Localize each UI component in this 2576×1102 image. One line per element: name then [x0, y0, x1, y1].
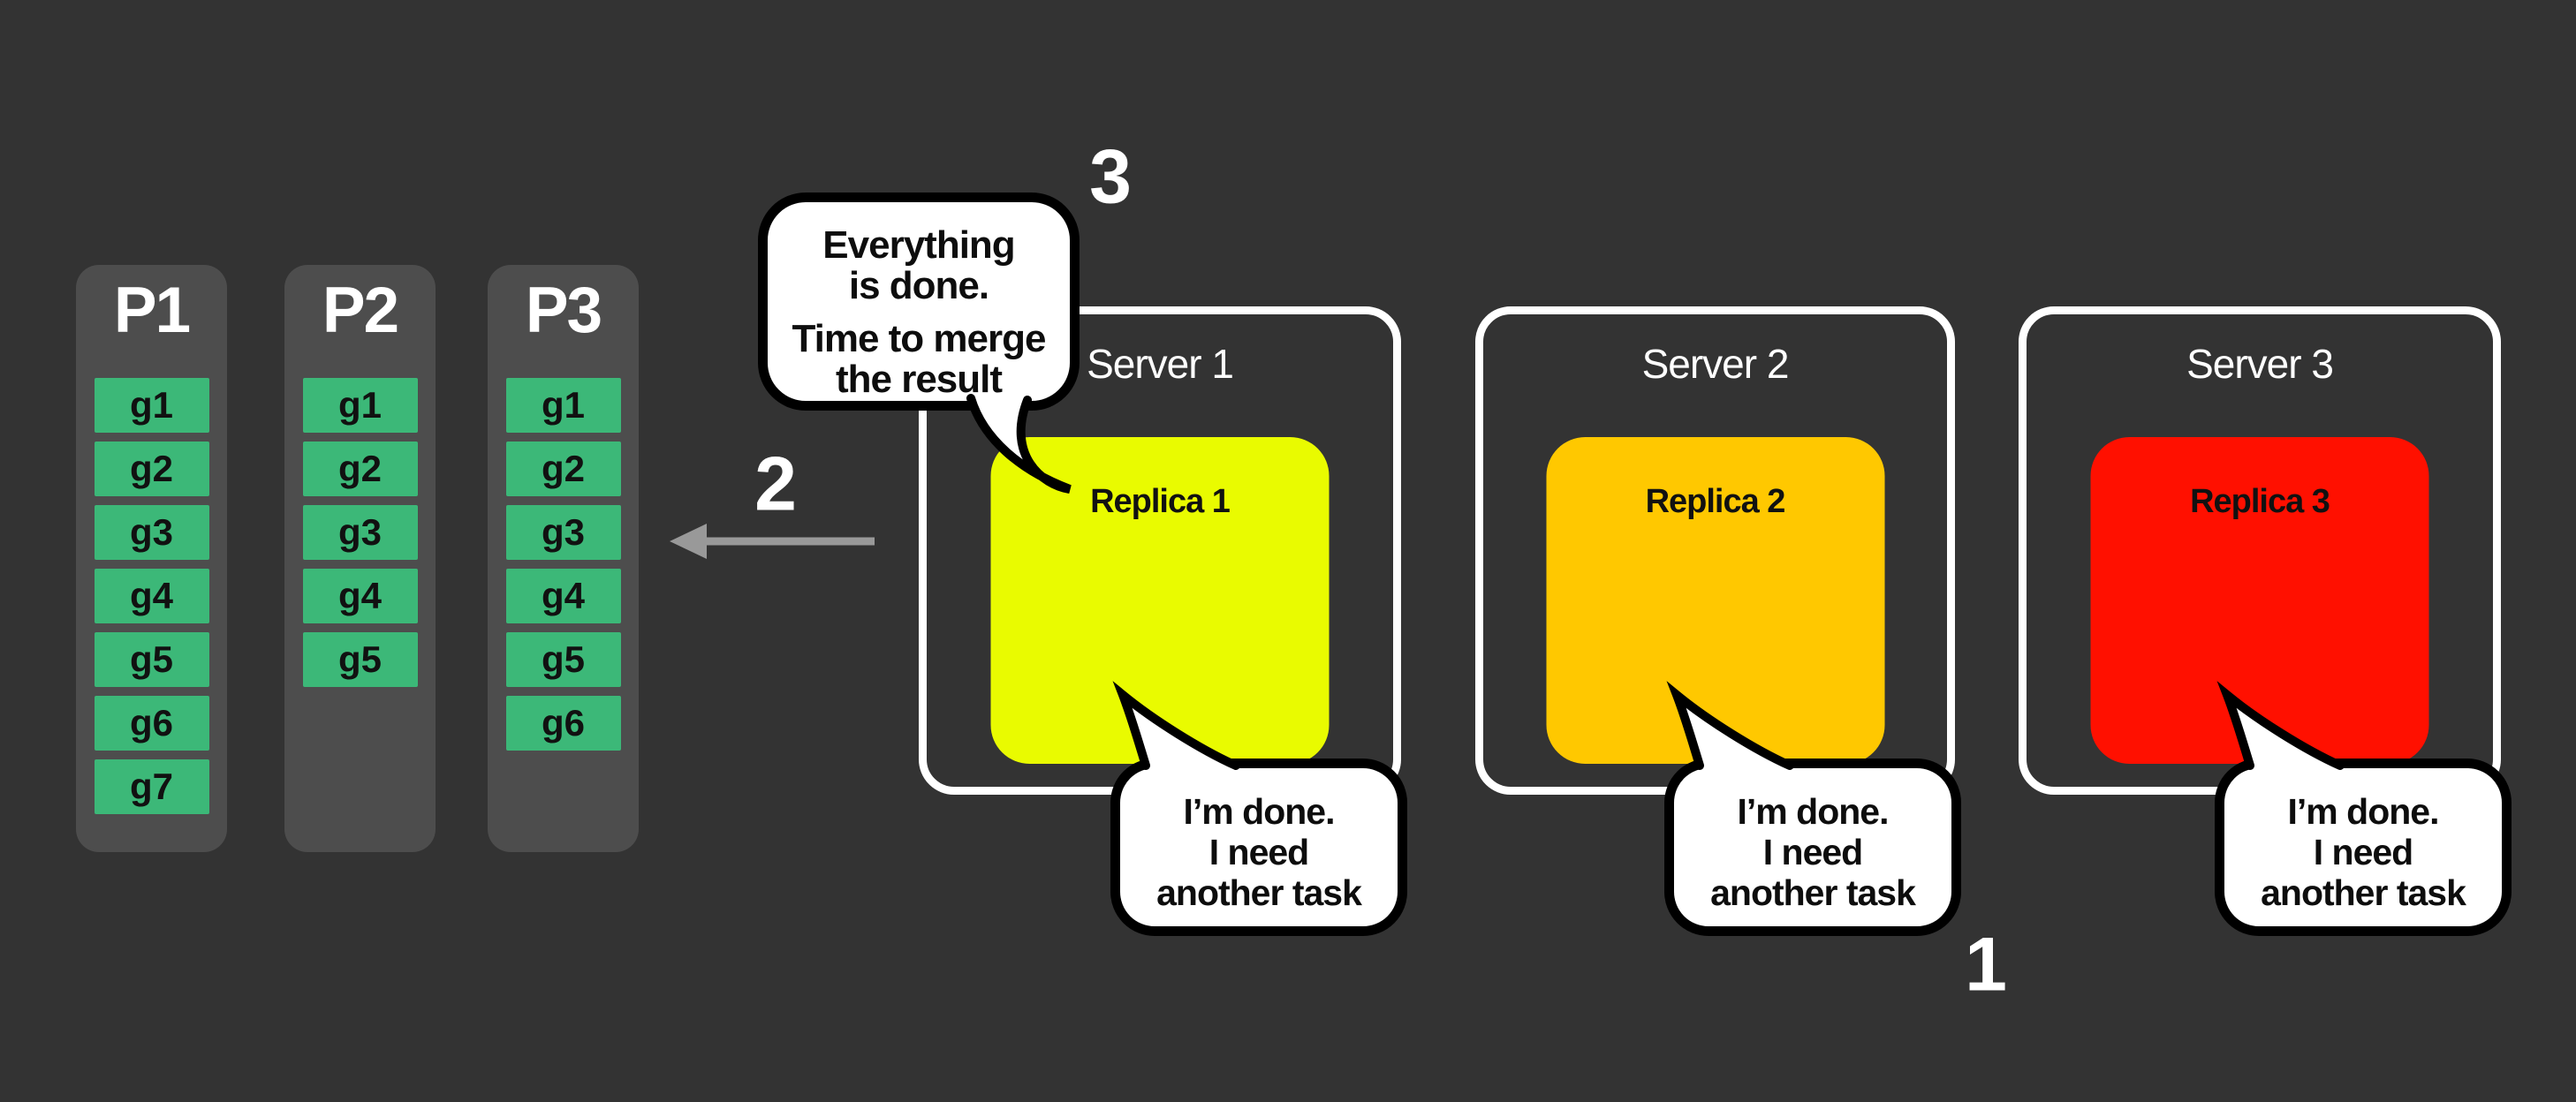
- bubble-line: I’m done.: [2287, 791, 2440, 832]
- task-chip: g5: [94, 632, 209, 687]
- bubble-line: is done.: [848, 264, 989, 307]
- task-chip: g3: [505, 505, 621, 560]
- partition-p3: P3 g1 g2 g3 g4 g5 g6: [488, 265, 639, 852]
- bubble-line: I need: [1762, 832, 1863, 872]
- partition-title: P1: [113, 275, 191, 346]
- partition-p1: P1 g1 g2 g3 g4 g5 g6 g7: [76, 265, 227, 852]
- task-chip: g1: [94, 378, 209, 433]
- task-chip: g6: [505, 696, 621, 751]
- merge-arrow-icon: [670, 524, 875, 559]
- bubble-line: the result: [835, 358, 1003, 401]
- server-3-box: Server 3 Replica 3: [2019, 306, 2501, 795]
- step-label-2: 2: [754, 442, 797, 527]
- partition-title: P3: [525, 275, 602, 346]
- task-chip: g4: [505, 569, 621, 623]
- bubble-line: Time to merge: [792, 317, 1047, 360]
- server-1-box: Server 1 Replica 1: [919, 306, 1401, 795]
- task-chip: g7: [94, 759, 209, 814]
- task-chip: g6: [94, 696, 209, 751]
- task-chip: g5: [302, 632, 418, 687]
- replica-2-box: Replica 2: [1546, 437, 1884, 764]
- step-label-3: 3: [1089, 134, 1132, 220]
- task-list: g1 g2 g3 g4 g5 g6 g7: [76, 378, 227, 814]
- task-chip: g1: [505, 378, 621, 433]
- step-label-1: 1: [1965, 922, 2007, 1008]
- task-list: g1 g2 g3 g4 g5: [284, 378, 436, 687]
- server-title: Server 2: [1641, 341, 1790, 387]
- done-speech-bubble-2: I’m done. I need another task: [1664, 759, 1961, 936]
- merge-speech-bubble: Everything is done. Time to merge the re…: [758, 192, 1080, 411]
- replica-3-box: Replica 3: [2090, 437, 2429, 764]
- bubble-line: I’m done.: [1737, 791, 1890, 832]
- server-title: Server 3: [2186, 341, 2334, 387]
- task-chip: g4: [302, 569, 418, 623]
- bubble-line: I need: [2313, 832, 2413, 872]
- bubble-line: I need: [1208, 832, 1309, 872]
- task-chip: g4: [94, 569, 209, 623]
- server-title: Server 1: [1087, 341, 1234, 387]
- bubble-line: I’m done.: [1183, 791, 1336, 832]
- merge-bubble-tail: [966, 393, 1072, 494]
- bubble-line: another task: [1156, 872, 1362, 913]
- done-bubble-tail-2: [1666, 681, 1794, 778]
- task-chip: g2: [505, 442, 621, 496]
- done-bubble-tail-1: [1112, 681, 1240, 778]
- task-list: g1 g2 g3 g4 g5 g6: [488, 378, 639, 751]
- task-chip: g2: [302, 442, 418, 496]
- task-chip: g2: [94, 442, 209, 496]
- replica-label: Replica 1: [1090, 483, 1231, 520]
- bubble-line: another task: [2261, 872, 2466, 913]
- replica-label: Replica 3: [2190, 483, 2330, 520]
- task-chip: g3: [302, 505, 418, 560]
- done-speech-bubble-1: I’m done. I need another task: [1110, 759, 1407, 936]
- task-chip: g1: [302, 378, 418, 433]
- task-chip: g3: [94, 505, 209, 560]
- partition-title: P2: [322, 275, 399, 346]
- task-chip: g5: [505, 632, 621, 687]
- replica-1-box: Replica 1: [990, 437, 1330, 764]
- done-speech-bubble-3: I’m done. I need another task: [2215, 759, 2512, 936]
- bubble-line: another task: [1710, 872, 1916, 913]
- bubble-line: Everything: [822, 223, 1015, 267]
- replica-label: Replica 2: [1645, 483, 1786, 520]
- partition-p2: P2 g1 g2 g3 g4 g5: [284, 265, 436, 852]
- done-bubble-tail-3: [2216, 681, 2345, 778]
